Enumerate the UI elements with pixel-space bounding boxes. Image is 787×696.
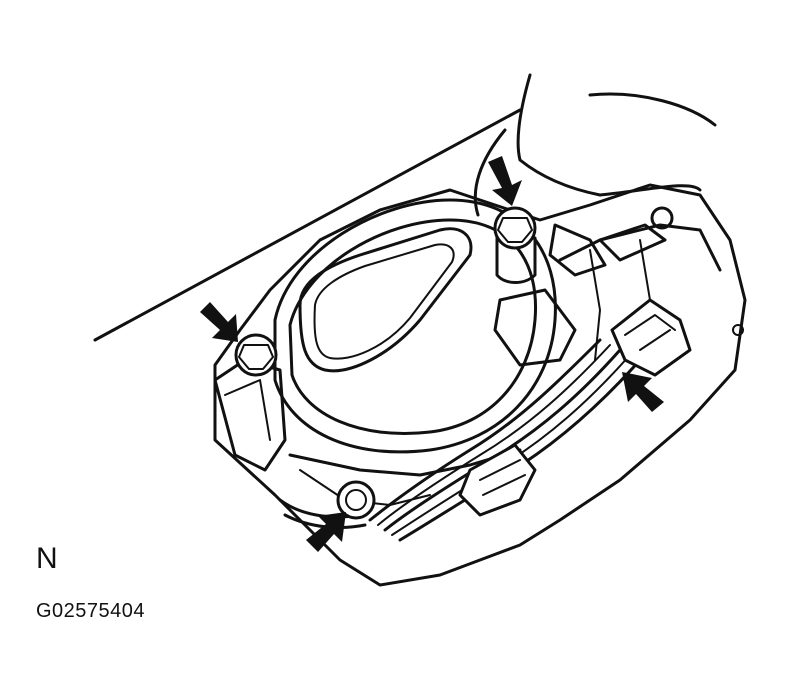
figure-code-label: G02575404 — [36, 600, 146, 622]
console-panel-edge — [93, 108, 522, 342]
bolt-left-icon — [234, 333, 278, 377]
bolt-bottom-icon — [336, 480, 376, 520]
arrow-connector-right-icon — [622, 372, 664, 412]
shift-lever-housing — [213, 183, 747, 587]
bolt-top-icon — [493, 206, 537, 284]
wire-harness — [278, 298, 692, 542]
arrow-bolt-top-icon — [488, 156, 522, 206]
arrow-bolt-bottom-icon — [306, 512, 346, 552]
orientation-label: N — [36, 542, 58, 575]
arrow-bolt-left-icon — [200, 302, 238, 342]
hand-outline — [473, 73, 717, 217]
